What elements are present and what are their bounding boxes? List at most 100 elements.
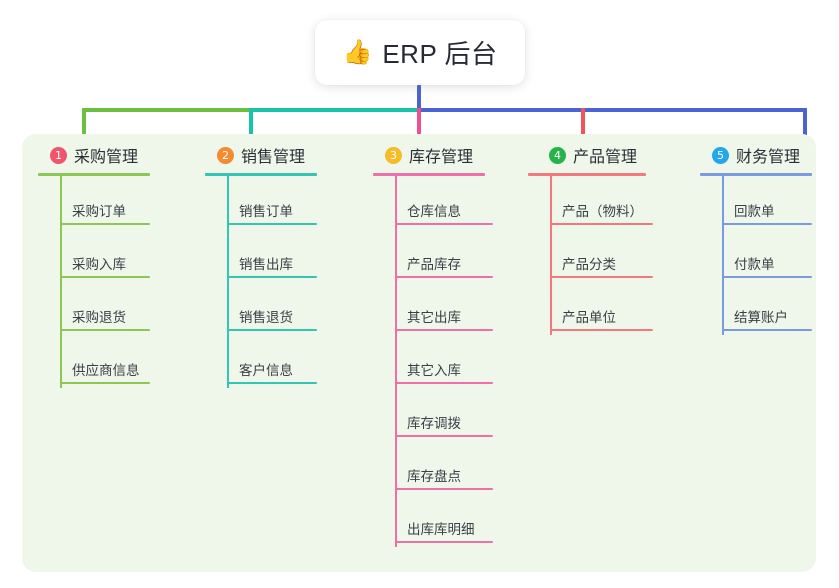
leaf-node-underline bbox=[60, 223, 150, 225]
branch-header-product[interactable]: 4 产品管理 bbox=[537, 142, 687, 168]
branch-column-finance: 5 财务管理 回款单付款单结算账户 bbox=[700, 142, 839, 335]
branch-items-product: 产品（物料） 产品分类产品单位 bbox=[537, 176, 687, 335]
drop-connector-col4 bbox=[581, 108, 585, 142]
leaf-node-label: 客户信息 bbox=[239, 363, 293, 378]
leaf-node-underline bbox=[227, 329, 317, 331]
leaf-node[interactable]: 回款单 bbox=[700, 176, 839, 229]
drop-connector-col1 bbox=[82, 108, 86, 142]
branch-header-sales[interactable]: 2 销售管理 bbox=[205, 142, 355, 168]
leaf-node-label: 产品分类 bbox=[562, 257, 616, 272]
leaf-node-underline bbox=[227, 223, 317, 225]
branch-number-badge: 5 bbox=[712, 146, 729, 164]
branch-column-sales: 2 销售管理 销售订单销售出库销售退货客户信息 bbox=[205, 142, 355, 388]
leaf-node-underline bbox=[60, 276, 150, 278]
branch-trunk-line bbox=[395, 176, 397, 547]
leaf-node-underline bbox=[722, 329, 812, 331]
leaf-node[interactable]: 其它出库 bbox=[373, 282, 523, 335]
leaf-node-underline bbox=[395, 541, 493, 543]
leaf-node[interactable]: 采购入库 bbox=[38, 229, 188, 282]
branch-number-badge: 2 bbox=[217, 146, 234, 164]
leaf-node-label: 出库库明细 bbox=[407, 522, 475, 537]
branch-trunk-line bbox=[550, 176, 552, 335]
leaf-node-label: 产品（物料） bbox=[562, 204, 643, 219]
branch-underline bbox=[528, 173, 646, 176]
leaf-node-underline bbox=[550, 276, 653, 278]
branch-underline bbox=[373, 173, 485, 176]
leaf-node-label: 采购订单 bbox=[72, 204, 126, 219]
branch-number-badge: 4 bbox=[549, 146, 566, 164]
leaf-node[interactable]: 产品库存 bbox=[373, 229, 523, 282]
branch-header-purchasing[interactable]: 1 采购管理 bbox=[38, 142, 188, 168]
leaf-node-label: 产品单位 bbox=[562, 310, 616, 325]
branch-number-badge: 3 bbox=[385, 146, 402, 164]
leaf-node[interactable]: 仓库信息 bbox=[373, 176, 523, 229]
leaf-node[interactable]: 库存调拨 bbox=[373, 388, 523, 441]
leaf-node[interactable]: 采购退货 bbox=[38, 282, 188, 335]
leaf-node[interactable]: 供应商信息 bbox=[38, 335, 188, 388]
leaf-node-label: 库存调拨 bbox=[407, 416, 461, 431]
branch-column-product: 4 产品管理 产品（物料） 产品分类产品单位 bbox=[528, 142, 687, 335]
leaf-node[interactable]: 销售订单 bbox=[205, 176, 355, 229]
leaf-node[interactable]: 付款单 bbox=[700, 229, 839, 282]
leaf-node[interactable]: 销售出库 bbox=[205, 229, 355, 282]
branch-trunk-line bbox=[722, 176, 724, 335]
leaf-node-label: 库存盘点 bbox=[407, 469, 461, 484]
leaf-node[interactable]: 产品单位 bbox=[537, 282, 687, 335]
leaf-node-label: 采购入库 bbox=[72, 257, 126, 272]
drop-connector-col2 bbox=[249, 108, 253, 142]
branch-items-finance: 回款单付款单结算账户 bbox=[700, 176, 839, 335]
leaf-node-label: 销售订单 bbox=[239, 204, 293, 219]
leaf-node-label: 付款单 bbox=[734, 257, 775, 272]
leaf-node[interactable]: 采购订单 bbox=[38, 176, 188, 229]
branch-column-purchasing: 1 采购管理 采购订单采购入库采购退货供应商信息 bbox=[38, 142, 188, 388]
leaf-node-underline bbox=[722, 276, 812, 278]
leaf-node-label: 其它入库 bbox=[407, 363, 461, 378]
leaf-node-underline bbox=[227, 382, 317, 384]
content-panel bbox=[22, 134, 816, 572]
branch-underline bbox=[38, 173, 150, 176]
leaf-node[interactable]: 结算账户 bbox=[700, 282, 839, 335]
leaf-node-underline bbox=[60, 329, 150, 331]
branch-items-purchasing: 采购订单采购入库采购退货供应商信息 bbox=[38, 176, 188, 388]
bus-connector-green bbox=[82, 108, 252, 112]
leaf-node-underline bbox=[395, 488, 493, 490]
leaf-node[interactable]: 产品（物料） bbox=[537, 176, 687, 229]
branch-items-sales: 销售订单销售出库销售退货客户信息 bbox=[205, 176, 355, 388]
root-node-erp-backend[interactable]: 👍 ERP 后台 bbox=[315, 20, 525, 85]
leaf-node-label: 采购退货 bbox=[72, 310, 126, 325]
leaf-node-underline bbox=[395, 276, 493, 278]
leaf-node[interactable]: 客户信息 bbox=[205, 335, 355, 388]
leaf-node[interactable]: 库存盘点 bbox=[373, 441, 523, 494]
page-title: ERP 后台 bbox=[382, 39, 498, 69]
leaf-node-underline bbox=[395, 329, 493, 331]
leaf-node[interactable]: 出库库明细 bbox=[373, 494, 523, 547]
branch-header-finance[interactable]: 5 财务管理 bbox=[700, 142, 839, 168]
leaf-node-label: 产品库存 bbox=[407, 257, 461, 272]
leaf-node[interactable]: 其它入库 bbox=[373, 335, 523, 388]
thumbs-up-icon: 👍 bbox=[342, 38, 373, 66]
root-stem-connector bbox=[417, 85, 421, 110]
leaf-node-underline bbox=[227, 276, 317, 278]
bus-connector-blue bbox=[417, 108, 807, 112]
leaf-node-underline bbox=[395, 435, 493, 437]
leaf-node-underline bbox=[395, 382, 493, 384]
leaf-node-label: 其它出库 bbox=[407, 310, 461, 325]
leaf-node-underline bbox=[550, 329, 653, 331]
leaf-node[interactable]: 产品分类 bbox=[537, 229, 687, 282]
branch-header-inventory[interactable]: 3 库存管理 bbox=[373, 142, 523, 168]
branch-trunk-line bbox=[227, 176, 229, 388]
branch-title: 财务管理 bbox=[736, 149, 801, 166]
branch-title: 采购管理 bbox=[74, 149, 139, 166]
leaf-node-label: 销售出库 bbox=[239, 257, 293, 272]
leaf-node-underline bbox=[722, 223, 812, 225]
drop-connector-col3 bbox=[417, 108, 421, 142]
branch-column-inventory: 3 库存管理 仓库信息产品库存其它出库其它入库库存调拨库存盘点出库库明细 bbox=[373, 142, 523, 547]
branch-number-badge: 1 bbox=[50, 146, 67, 164]
branch-title: 产品管理 bbox=[573, 149, 638, 166]
leaf-node-label: 仓库信息 bbox=[407, 204, 461, 219]
leaf-node[interactable]: 销售退货 bbox=[205, 282, 355, 335]
branch-title: 库存管理 bbox=[409, 149, 474, 166]
leaf-node-underline bbox=[60, 382, 150, 384]
leaf-node-label: 供应商信息 bbox=[72, 363, 140, 378]
leaf-node-underline bbox=[550, 223, 653, 225]
